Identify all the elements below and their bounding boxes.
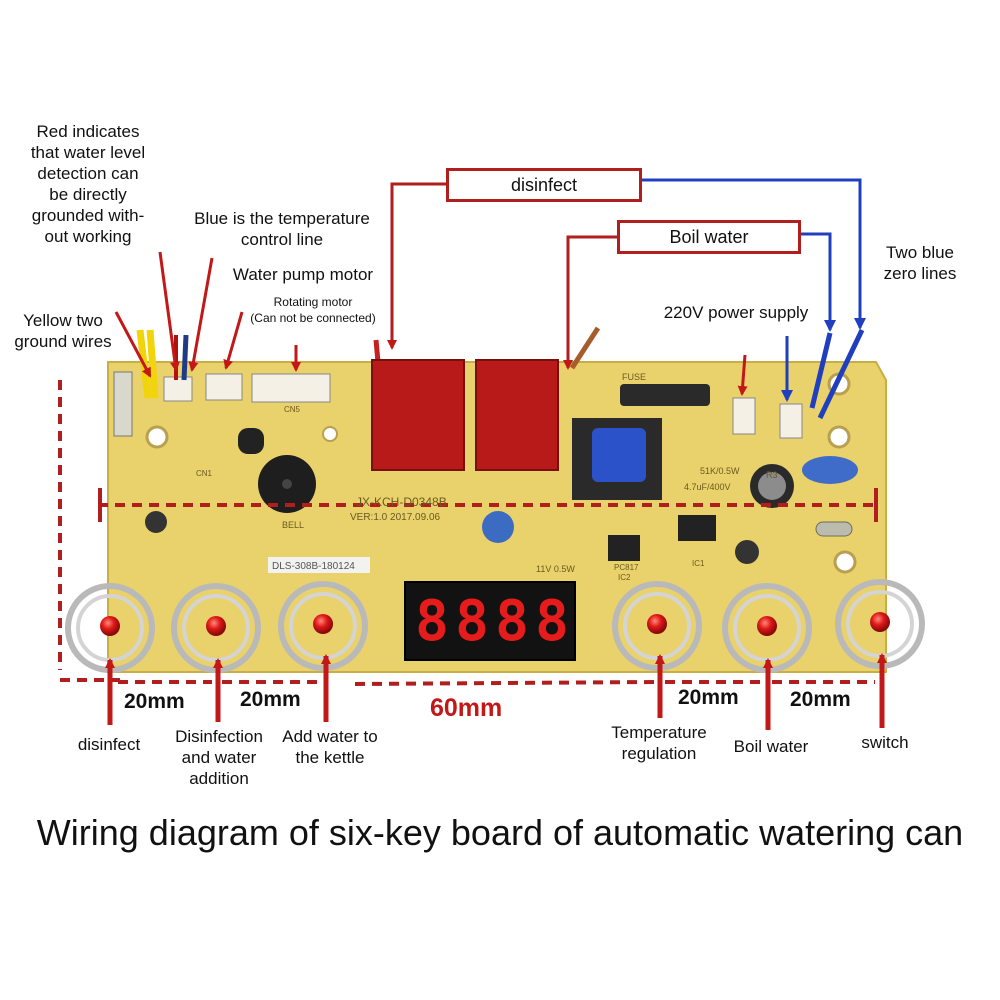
board-zener: 11V 0.5W [536, 564, 575, 574]
display-digit: 8 [455, 589, 489, 654]
key-label-disinfect: disinfect [77, 735, 141, 754]
display-digit: 8 [495, 589, 529, 654]
relay-disinfect [371, 359, 465, 471]
connector-power-1 [732, 397, 756, 435]
arrow-power-1 [737, 354, 748, 396]
board-pc817: PC817 [614, 563, 639, 572]
zero-lines-callout: Two blue zero lines [883, 243, 957, 283]
ic-pc817 [608, 535, 640, 561]
capacitor [482, 511, 514, 543]
display-digit: 8 [415, 589, 449, 654]
connector-cn [205, 373, 243, 401]
board-model: JX-KCH-D0348B [356, 495, 447, 509]
dim-label: 20mm [240, 688, 301, 711]
connector-cn1 [163, 376, 193, 402]
brown-wire [569, 326, 601, 370]
arrow-red-line [158, 251, 180, 372]
boil-water-box: Boil water [617, 220, 801, 254]
dim-label: 20mm [678, 686, 739, 709]
zero-line-2 [800, 232, 836, 332]
board-cn5: CN5 [284, 405, 301, 414]
key-label-disinfection-water: Disinfection and water addition [175, 727, 263, 788]
arrow-blue-line [188, 257, 214, 372]
led-display [404, 581, 576, 661]
power-supply-callout: 220V power supply [663, 303, 809, 322]
connector-power-2 [779, 403, 803, 439]
transistor [238, 428, 264, 454]
board-cn1: CN1 [196, 469, 213, 478]
dim-label-center: 60mm [430, 694, 503, 722]
yellow-wire [146, 329, 159, 399]
dim-label: 20mm [124, 690, 185, 713]
diagram-title: Wiring diagram of six-key board of autom… [36, 812, 964, 853]
board-resistor: 51K/0.5W [700, 466, 740, 476]
key-label-add-water: Add water to the kettle [282, 727, 378, 767]
relay-boil [475, 359, 559, 471]
connector-cn5 [251, 373, 331, 403]
fuse [620, 384, 710, 406]
board-bell: BELL [282, 520, 304, 530]
board-r3: R3 [766, 470, 778, 480]
pump-motor-callout: Water pump motor [232, 265, 374, 284]
blue-lead [809, 332, 833, 409]
board-fuse: FUSE [622, 372, 646, 382]
mount-hole [827, 425, 851, 449]
blue-wire [181, 334, 189, 381]
key-label-temperature: Temperature regulation [611, 723, 707, 763]
display-digit: 8 [535, 589, 569, 654]
mount-hole [322, 426, 338, 442]
key-label-switch: switch [861, 733, 909, 752]
board-ic2: IC2 [618, 573, 631, 582]
mount-hole [145, 425, 169, 449]
transformer-coil [592, 428, 646, 482]
blue-line-callout: Blue is the temperature control line [194, 209, 370, 249]
disinfect-connector-line [387, 182, 447, 350]
board-sticker: DLS-308B-180124 [272, 561, 355, 572]
dim-label: 20mm [790, 688, 851, 711]
red-wire-relay [373, 339, 381, 363]
capacitor [735, 540, 759, 564]
dim-line-bottom-3 [354, 680, 655, 686]
disinfect-box: disinfect [446, 168, 642, 202]
resistor [815, 521, 853, 537]
board-ic1: IC1 [692, 559, 705, 568]
red-line-callout: Red indicates that water level detection… [30, 122, 146, 246]
x-capacitor [802, 456, 858, 484]
board-cap-rating: 4.7uF/400V [684, 482, 731, 492]
board-sticker-bg [268, 557, 370, 573]
zero-line-1 [641, 178, 866, 330]
capacitor [145, 511, 167, 533]
rotating-motor-callout: Rotating motor (Can not be connected) [250, 295, 376, 325]
board-version: VER:1.0 2017.09.06 [350, 512, 441, 523]
blue-lead [817, 328, 865, 420]
arrow-pump [223, 311, 244, 370]
ic1 [678, 515, 716, 541]
arrow-ground [114, 311, 152, 378]
mount-hole [833, 550, 857, 574]
boil-connector-line [563, 235, 618, 370]
ground-terminal [113, 371, 133, 437]
key-label-boil-water: Boil water [733, 737, 809, 756]
ground-wires-callout: Yellow two ground wires [14, 311, 112, 351]
